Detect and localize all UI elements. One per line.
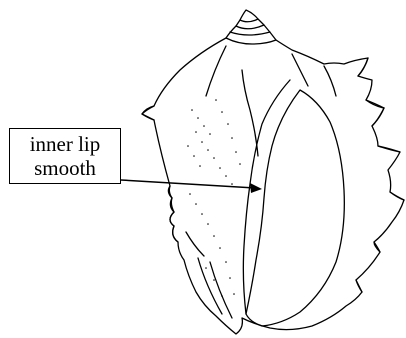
- annotation-label: inner lip smooth: [9, 128, 121, 184]
- inner-lip-edge: [243, 80, 290, 314]
- shell-spire: [226, 10, 276, 44]
- annotation-line-1: inner lip: [10, 132, 120, 156]
- shell-texture: [187, 99, 241, 297]
- shell-aperture: [246, 90, 344, 326]
- leader-arrow: [121, 180, 262, 193]
- annotation-line-2: smooth: [10, 156, 120, 180]
- shell-outline: [142, 38, 404, 334]
